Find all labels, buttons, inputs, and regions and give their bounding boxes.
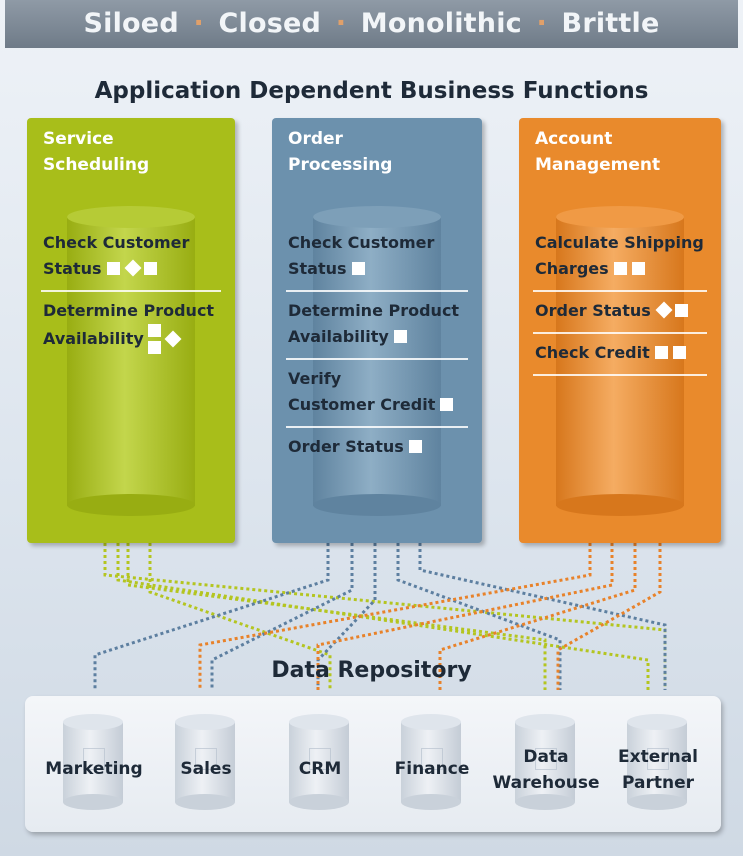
dotted-connector [116, 543, 650, 690]
business-function: Determine Product Availability [286, 290, 468, 358]
business-function: Verify Customer Credit [286, 358, 468, 426]
function-label: Check Credit [535, 343, 650, 362]
banner-word: Monolithic [360, 8, 522, 39]
repo-title: Data Repository [271, 658, 472, 683]
dotted-connector [396, 543, 562, 690]
repository-item: External Partner [603, 714, 713, 814]
business-function: Order Status [286, 426, 468, 468]
dotted-connector [418, 543, 667, 690]
database-icon [175, 714, 235, 810]
function-label: Verify Customer Credit [288, 369, 436, 414]
function-label: Check Customer Status [288, 233, 435, 278]
app-name: Service Scheduling [43, 129, 150, 175]
diamond-marker-icon [124, 259, 142, 277]
banner-separator: · [536, 8, 547, 39]
function-label: Order Status [288, 437, 404, 456]
function-label: Order Status [535, 301, 651, 320]
repository-label: Marketing [45, 759, 143, 779]
function-label: Calculate Shipping Charges [535, 233, 704, 278]
diamond-marker-icon [655, 301, 673, 319]
repository-label: Finance [394, 759, 470, 779]
function-label: Determine Product Availability [43, 301, 215, 348]
repository-item: Finance [377, 714, 487, 814]
dotted-connector [316, 543, 614, 690]
business-function: Calculate Shipping Charges [533, 228, 707, 290]
function-label: Determine Product Availability [288, 301, 460, 346]
dotted-connector [316, 543, 377, 690]
dotted-connector [148, 543, 332, 690]
dotted-connector [556, 543, 662, 690]
dotted-connector [126, 543, 547, 690]
function-label: Check Customer Status [43, 233, 190, 278]
dotted-connector [210, 543, 354, 690]
square-marker-icon [351, 262, 365, 275]
banner: Siloed · Closed · Monolithic · Brittle [5, 0, 738, 48]
database-icon [401, 714, 461, 810]
square-marker-icon [440, 398, 454, 411]
business-function [533, 374, 707, 398]
dotted-connector [438, 543, 637, 690]
business-function: Determine Product Availability [41, 290, 221, 362]
repository-item: Sales [151, 714, 261, 814]
app-name: Order Processing [288, 129, 393, 175]
app-name: Account Management [535, 129, 661, 175]
square-marker-icon [631, 262, 645, 275]
dotted-connector [198, 543, 592, 690]
repository-label: External Partner [617, 747, 699, 793]
stacked-markers-icon [147, 324, 188, 354]
cylinder-graphic [313, 206, 441, 522]
banner-separator: · [335, 8, 347, 39]
database-icon [515, 714, 575, 810]
square-marker-icon [613, 262, 627, 275]
square-marker-icon [408, 440, 422, 453]
repository-item: Marketing [39, 714, 149, 814]
square-marker-icon [672, 346, 686, 359]
square-marker-icon [143, 262, 157, 275]
apps-title: Application Dependent Business Functions [94, 78, 649, 104]
database-icon [289, 714, 349, 810]
repository-label: Data Warehouse [492, 747, 600, 793]
banner-word: Closed [218, 8, 322, 39]
business-function: Check Credit [533, 332, 707, 374]
repository-item: Data Warehouse [491, 714, 601, 814]
square-marker-icon [674, 304, 688, 317]
dotted-connector [93, 543, 330, 690]
banner-word: Siloed [83, 8, 179, 39]
banner-separator: · [193, 8, 204, 39]
business-function: Check Customer Status [286, 228, 468, 290]
square-marker-icon [654, 346, 668, 359]
database-icon [63, 714, 123, 810]
database-icon [627, 714, 687, 810]
data-repository-panel: Marketing Sales CRM Finance Data Warehouse Ex… [25, 696, 721, 832]
square-marker-icon [393, 330, 407, 343]
repository-item: CRM [265, 714, 375, 814]
repository-label: CRM [298, 759, 342, 779]
business-function: Order Status [533, 290, 707, 332]
repository-label: Sales [180, 759, 232, 779]
square-marker-icon [106, 262, 120, 275]
business-function: Check Customer Status [41, 228, 221, 290]
banner-word: Brittle [561, 8, 660, 39]
